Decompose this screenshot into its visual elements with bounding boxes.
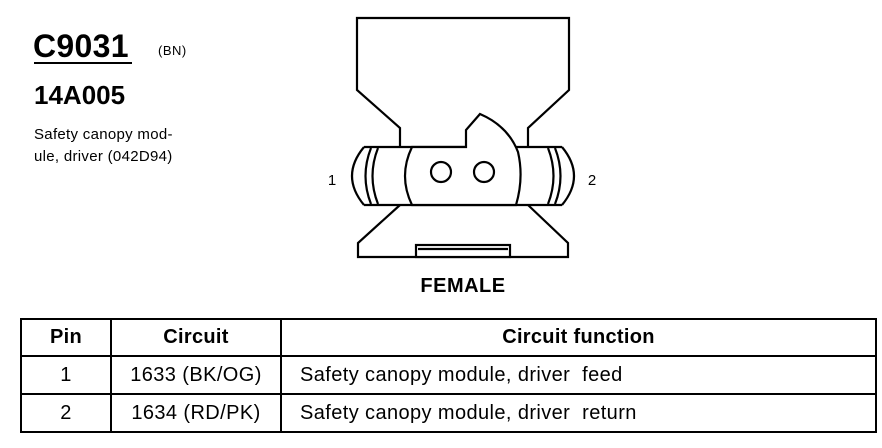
header-circuit-function: Circuit function — [280, 318, 877, 357]
connector-face-diagram: 1 2 FEMALE — [328, 16, 596, 297]
connector-description-line-2: ule, driver (042D94) — [34, 148, 173, 165]
pinout-table: Pin Circuit Circuit function 1 1633 (BK/… — [20, 318, 877, 433]
pin-cell: 2 — [20, 393, 112, 433]
connector-band-left-ridge-inner — [371, 147, 380, 205]
connector-latch — [414, 243, 512, 259]
table-row: 1 1633 (BK/OG) Safety canopy module, dri… — [20, 355, 877, 395]
connector-housing-top — [355, 16, 571, 147]
table-header-row: Pin Circuit Circuit function — [20, 318, 877, 357]
connector-description: Safety canopy mod- ule, driver (042D94) — [34, 124, 173, 168]
connector-band-right-cap — [561, 146, 575, 206]
pin-cavity-1 — [429, 160, 453, 184]
circuit-function-cell: Safety canopy module, driver feed — [280, 355, 877, 395]
pin-2-label: 2 — [588, 172, 596, 189]
pinout-table-body: 1 1633 (BK/OG) Safety canopy module, dri… — [20, 355, 877, 433]
connector-id-underline — [34, 62, 132, 64]
connector-band-right-ridge-inner — [546, 147, 555, 205]
connector-band-left-cap — [351, 146, 365, 206]
connector-band-left-ridge-outer — [364, 147, 373, 205]
pin-cell: 1 — [20, 355, 112, 395]
connector-gender-label: FEMALE — [420, 275, 505, 297]
connector-band-right-ridge-outer — [553, 147, 562, 205]
table-row: 2 1634 (RD/PK) Safety canopy module, dri… — [20, 393, 877, 433]
circuit-cell: 1633 (BK/OG) — [110, 355, 282, 395]
pin-cavity-2 — [472, 160, 496, 184]
connector-mating-face — [403, 112, 522, 207]
circuit-function-cell: Safety canopy module, driver return — [280, 393, 877, 433]
pin-1-label: 1 — [328, 172, 336, 189]
connector-part-number: 14A005 — [34, 80, 126, 110]
header-pin: Pin — [20, 318, 112, 357]
connector-id: C9031 — [33, 28, 129, 64]
connector-color-code: (BN) — [158, 43, 187, 58]
pinout-table-head: Pin Circuit Circuit function — [20, 318, 877, 357]
header-circuit: Circuit — [110, 318, 282, 357]
connector-description-line-1: Safety canopy mod- — [34, 126, 173, 143]
circuit-cell: 1634 (RD/PK) — [110, 393, 282, 433]
